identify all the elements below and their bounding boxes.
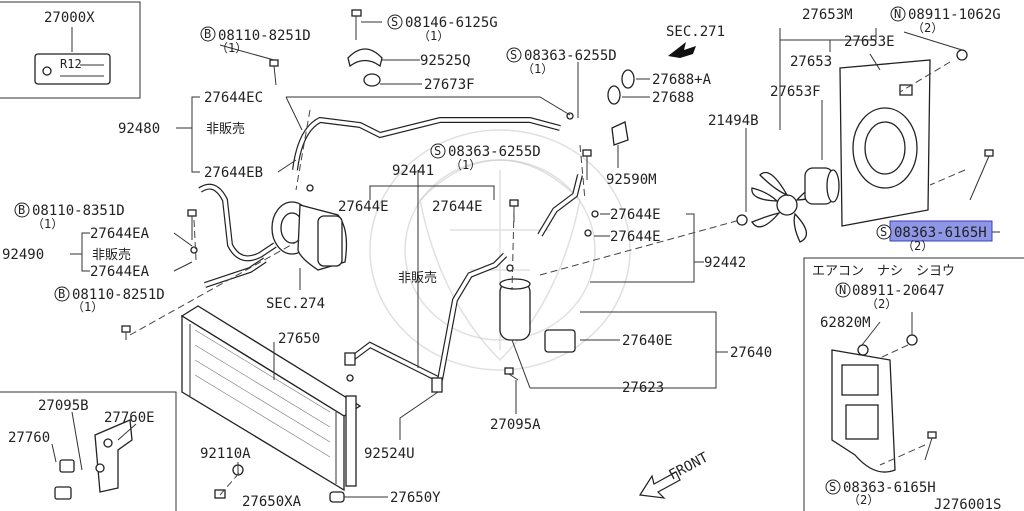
- front-label: FRONT: [666, 449, 711, 483]
- svg-text:（1）: （1）: [450, 158, 481, 172]
- svg-text:B: B: [18, 203, 25, 217]
- part-08363-6255d-top[interactable]: 08363-6255D: [524, 48, 617, 64]
- part-92525q[interactable]: 92525Q: [420, 53, 471, 69]
- part-08110-8351d[interactable]: 08110-8351D: [32, 203, 125, 219]
- receiver-drier-drawing: [499, 278, 576, 353]
- label-27000x-group: 27000X R12: [0, 1, 141, 99]
- part-92590m[interactable]: 92590M: [606, 172, 657, 188]
- part-27760e[interactable]: 27760E: [104, 410, 155, 426]
- svg-text:S: S: [829, 480, 836, 494]
- part-92480[interactable]: 92480: [118, 121, 160, 137]
- part-27095b[interactable]: 27095B: [38, 398, 89, 414]
- part-08146-6125g[interactable]: 08146-6125G: [405, 15, 498, 31]
- svg-text:N: N: [839, 283, 846, 297]
- part-08363-6165h-lower[interactable]: 08363-6165H: [843, 480, 936, 496]
- svg-text:N: N: [894, 7, 901, 21]
- part-27688[interactable]: 27688: [652, 90, 694, 106]
- compressor-drawing: [271, 201, 348, 271]
- part-27653e[interactable]: 27653E: [844, 34, 895, 50]
- drawing-code: J276001S: [934, 497, 1001, 511]
- not-for-sale-label-3: 非販売: [398, 270, 437, 286]
- svg-text:（1）: （1）: [72, 300, 103, 314]
- svg-text:（2）: （2）: [866, 297, 897, 311]
- svg-text:S: S: [434, 144, 441, 158]
- part-27640e[interactable]: 27640E: [622, 333, 673, 349]
- svg-text:（1）: （1）: [418, 29, 449, 43]
- part-27623[interactable]: 27623: [622, 380, 664, 396]
- svg-text:S: S: [510, 48, 517, 62]
- part-92442[interactable]: 92442: [704, 255, 746, 271]
- part-labels: 08110-8251D （1） 08146-6125G （1） 92525Q 2…: [2, 7, 1001, 511]
- part-27653f[interactable]: 27653F: [770, 84, 821, 100]
- bracket-62820m-drawing: [831, 344, 896, 473]
- part-92441[interactable]: 92441: [392, 163, 434, 179]
- svg-text:（1）: （1）: [522, 62, 553, 76]
- part-27000x[interactable]: 27000X: [44, 10, 95, 26]
- part-92490[interactable]: 92490: [2, 247, 44, 263]
- part-21494b[interactable]: 21494B: [708, 113, 759, 129]
- part-27644ea-1[interactable]: 27644EA: [90, 226, 150, 242]
- part-27640[interactable]: 27640: [730, 345, 772, 361]
- fan-shroud-drawing: [839, 59, 931, 227]
- svg-text:（2）: （2）: [902, 239, 933, 253]
- part-27650[interactable]: 27650: [278, 331, 320, 347]
- part-27760[interactable]: 27760: [8, 430, 50, 446]
- svg-text:（1）: （1）: [32, 217, 63, 231]
- r12-label: R12: [60, 57, 82, 71]
- svg-text:（1）: （1）: [216, 41, 247, 55]
- part-27653[interactable]: 27653: [790, 54, 832, 70]
- part-27650xa[interactable]: 27650XA: [242, 494, 302, 510]
- part-08110-8251d-lower[interactable]: 08110-8251D: [72, 287, 165, 303]
- part-08363-6165h-highlighted[interactable]: 08363-6165H: [894, 225, 987, 241]
- not-for-sale-label-2: 非販売: [92, 247, 131, 263]
- no-aircon-spec-label: エアコン ナシ シヨウ: [812, 264, 955, 279]
- svg-text:S: S: [391, 15, 398, 29]
- svg-text:（2）: （2）: [912, 21, 943, 35]
- part-27644e-center[interactable]: 27644E: [432, 199, 483, 215]
- front-arrow: [638, 471, 681, 499]
- part-27644e-right-2[interactable]: 27644E: [610, 229, 661, 245]
- part-27673f[interactable]: 27673F: [424, 77, 475, 93]
- part-27688a[interactable]: 27688+A: [652, 72, 712, 88]
- sec271-arrow: [668, 42, 696, 58]
- sec271-label[interactable]: SEC.271: [666, 24, 725, 40]
- part-08911-1062g[interactable]: 08911-1062G: [908, 7, 1001, 23]
- part-27644ea-2[interactable]: 27644EA: [90, 264, 150, 280]
- part-27095a[interactable]: 27095A: [490, 417, 541, 433]
- pipes-drawing: [198, 116, 583, 393]
- fan-motor-drawing: [751, 167, 840, 243]
- leader-lines: [0, 21, 1024, 511]
- part-62820m[interactable]: 62820M: [820, 315, 871, 331]
- part-08110-8251d-upper[interactable]: 08110-8251D: [218, 28, 311, 44]
- part-27653m[interactable]: 27653M: [802, 7, 853, 23]
- part-27650y[interactable]: 27650Y: [390, 490, 441, 506]
- part-27644eb[interactable]: 27644EB: [204, 165, 263, 181]
- svg-text:B: B: [58, 287, 65, 301]
- part-08911-20647[interactable]: 08911-20647: [852, 283, 945, 299]
- bracket-27760-drawing: [54, 419, 133, 500]
- part-27644ec[interactable]: 27644EC: [204, 90, 263, 106]
- part-92524u[interactable]: 92524U: [364, 446, 415, 462]
- sec274-label[interactable]: SEC.274: [266, 296, 325, 312]
- symbol-circles: B S S S B B N S N S: [14, 6, 906, 495]
- small-parts-drawing: [121, 9, 994, 503]
- part-08363-6255d-mid[interactable]: 08363-6255D: [448, 144, 541, 160]
- part-27644e-right-1[interactable]: 27644E: [610, 207, 661, 223]
- svg-text:B: B: [204, 27, 211, 41]
- condenser-drawing: [180, 305, 362, 492]
- svg-text:（2）: （2）: [848, 493, 879, 507]
- part-92110a[interactable]: 92110A: [200, 446, 251, 462]
- svg-text:S: S: [880, 225, 887, 239]
- not-for-sale-label-1: 非販売: [206, 121, 245, 137]
- part-27644e-left[interactable]: 27644E: [338, 199, 389, 215]
